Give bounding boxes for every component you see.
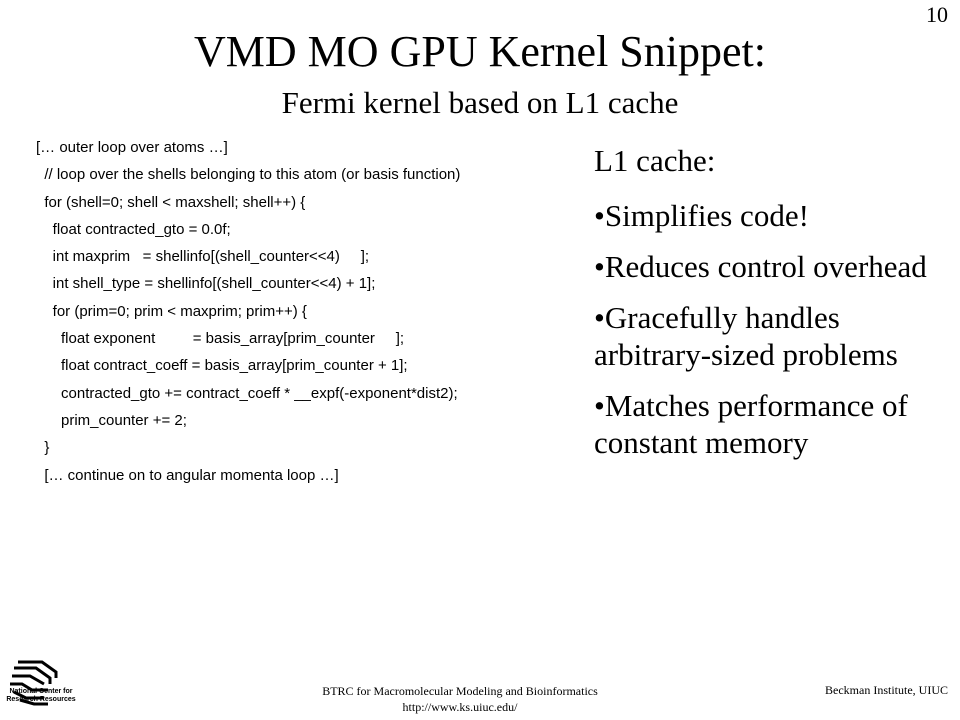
footer-org: BTRC for Macromolecular Modeling and Bio… xyxy=(322,684,598,698)
code-line: [… continue on to angular momenta loop …… xyxy=(36,466,339,484)
code-line: float contracted_gto = 0.0f; xyxy=(36,220,231,238)
code-line: // loop over the shells belonging to thi… xyxy=(36,166,461,184)
bullet-list: L1 cache: •Simplifies code! •Reduces con… xyxy=(594,142,960,475)
code-line: for (shell=0; shell < maxshell; shell++)… xyxy=(36,193,306,211)
code-line: float contract_coeff = basis_array[prim_… xyxy=(36,357,408,375)
bullet-item: •Matches performance of constant memory xyxy=(594,388,908,460)
bullet-item: •Simplifies code! xyxy=(594,198,809,233)
code-line: } xyxy=(36,439,50,457)
slide-title: VMD MO GPU Kernel Snippet: xyxy=(194,27,766,76)
footer-affiliation: BTRC for Macromolecular Modeling and Bio… xyxy=(300,683,620,715)
code-line: for (prim=0; prim < maxprim; prim++) { xyxy=(36,302,307,320)
slide-subtitle: Fermi kernel based on L1 cache xyxy=(281,85,679,120)
code-line: float exponent = basis_array[prim_counte… xyxy=(36,330,405,348)
logo-caption: National Center for Research Resources xyxy=(6,688,76,703)
code-line: contracted_gto += contract_coeff * __exp… xyxy=(36,384,458,402)
slide-number: 10 xyxy=(926,2,948,27)
bullets-heading: L1 cache: xyxy=(594,143,716,178)
footer-institute: Beckman Institute, UIUC xyxy=(825,683,948,697)
code-line: [… outer loop over atoms …] xyxy=(36,139,228,156)
footer-url: http://www.ks.uiuc.edu/ xyxy=(402,700,518,714)
code-snippet: [… outer loop over atoms …] // loop over… xyxy=(36,134,586,489)
code-line: int shell_type = shellinfo[(shell_counte… xyxy=(36,275,376,293)
code-line: int maxprim = shellinfo[(shell_counter<<… xyxy=(36,248,370,266)
bullet-item: •Reduces control overhead xyxy=(594,249,927,284)
ncsa-logo-icon xyxy=(10,660,58,706)
bullet-item: •Gracefully handles arbitrary-sized prob… xyxy=(594,300,898,372)
code-line: prim_counter += 2; xyxy=(36,411,187,429)
